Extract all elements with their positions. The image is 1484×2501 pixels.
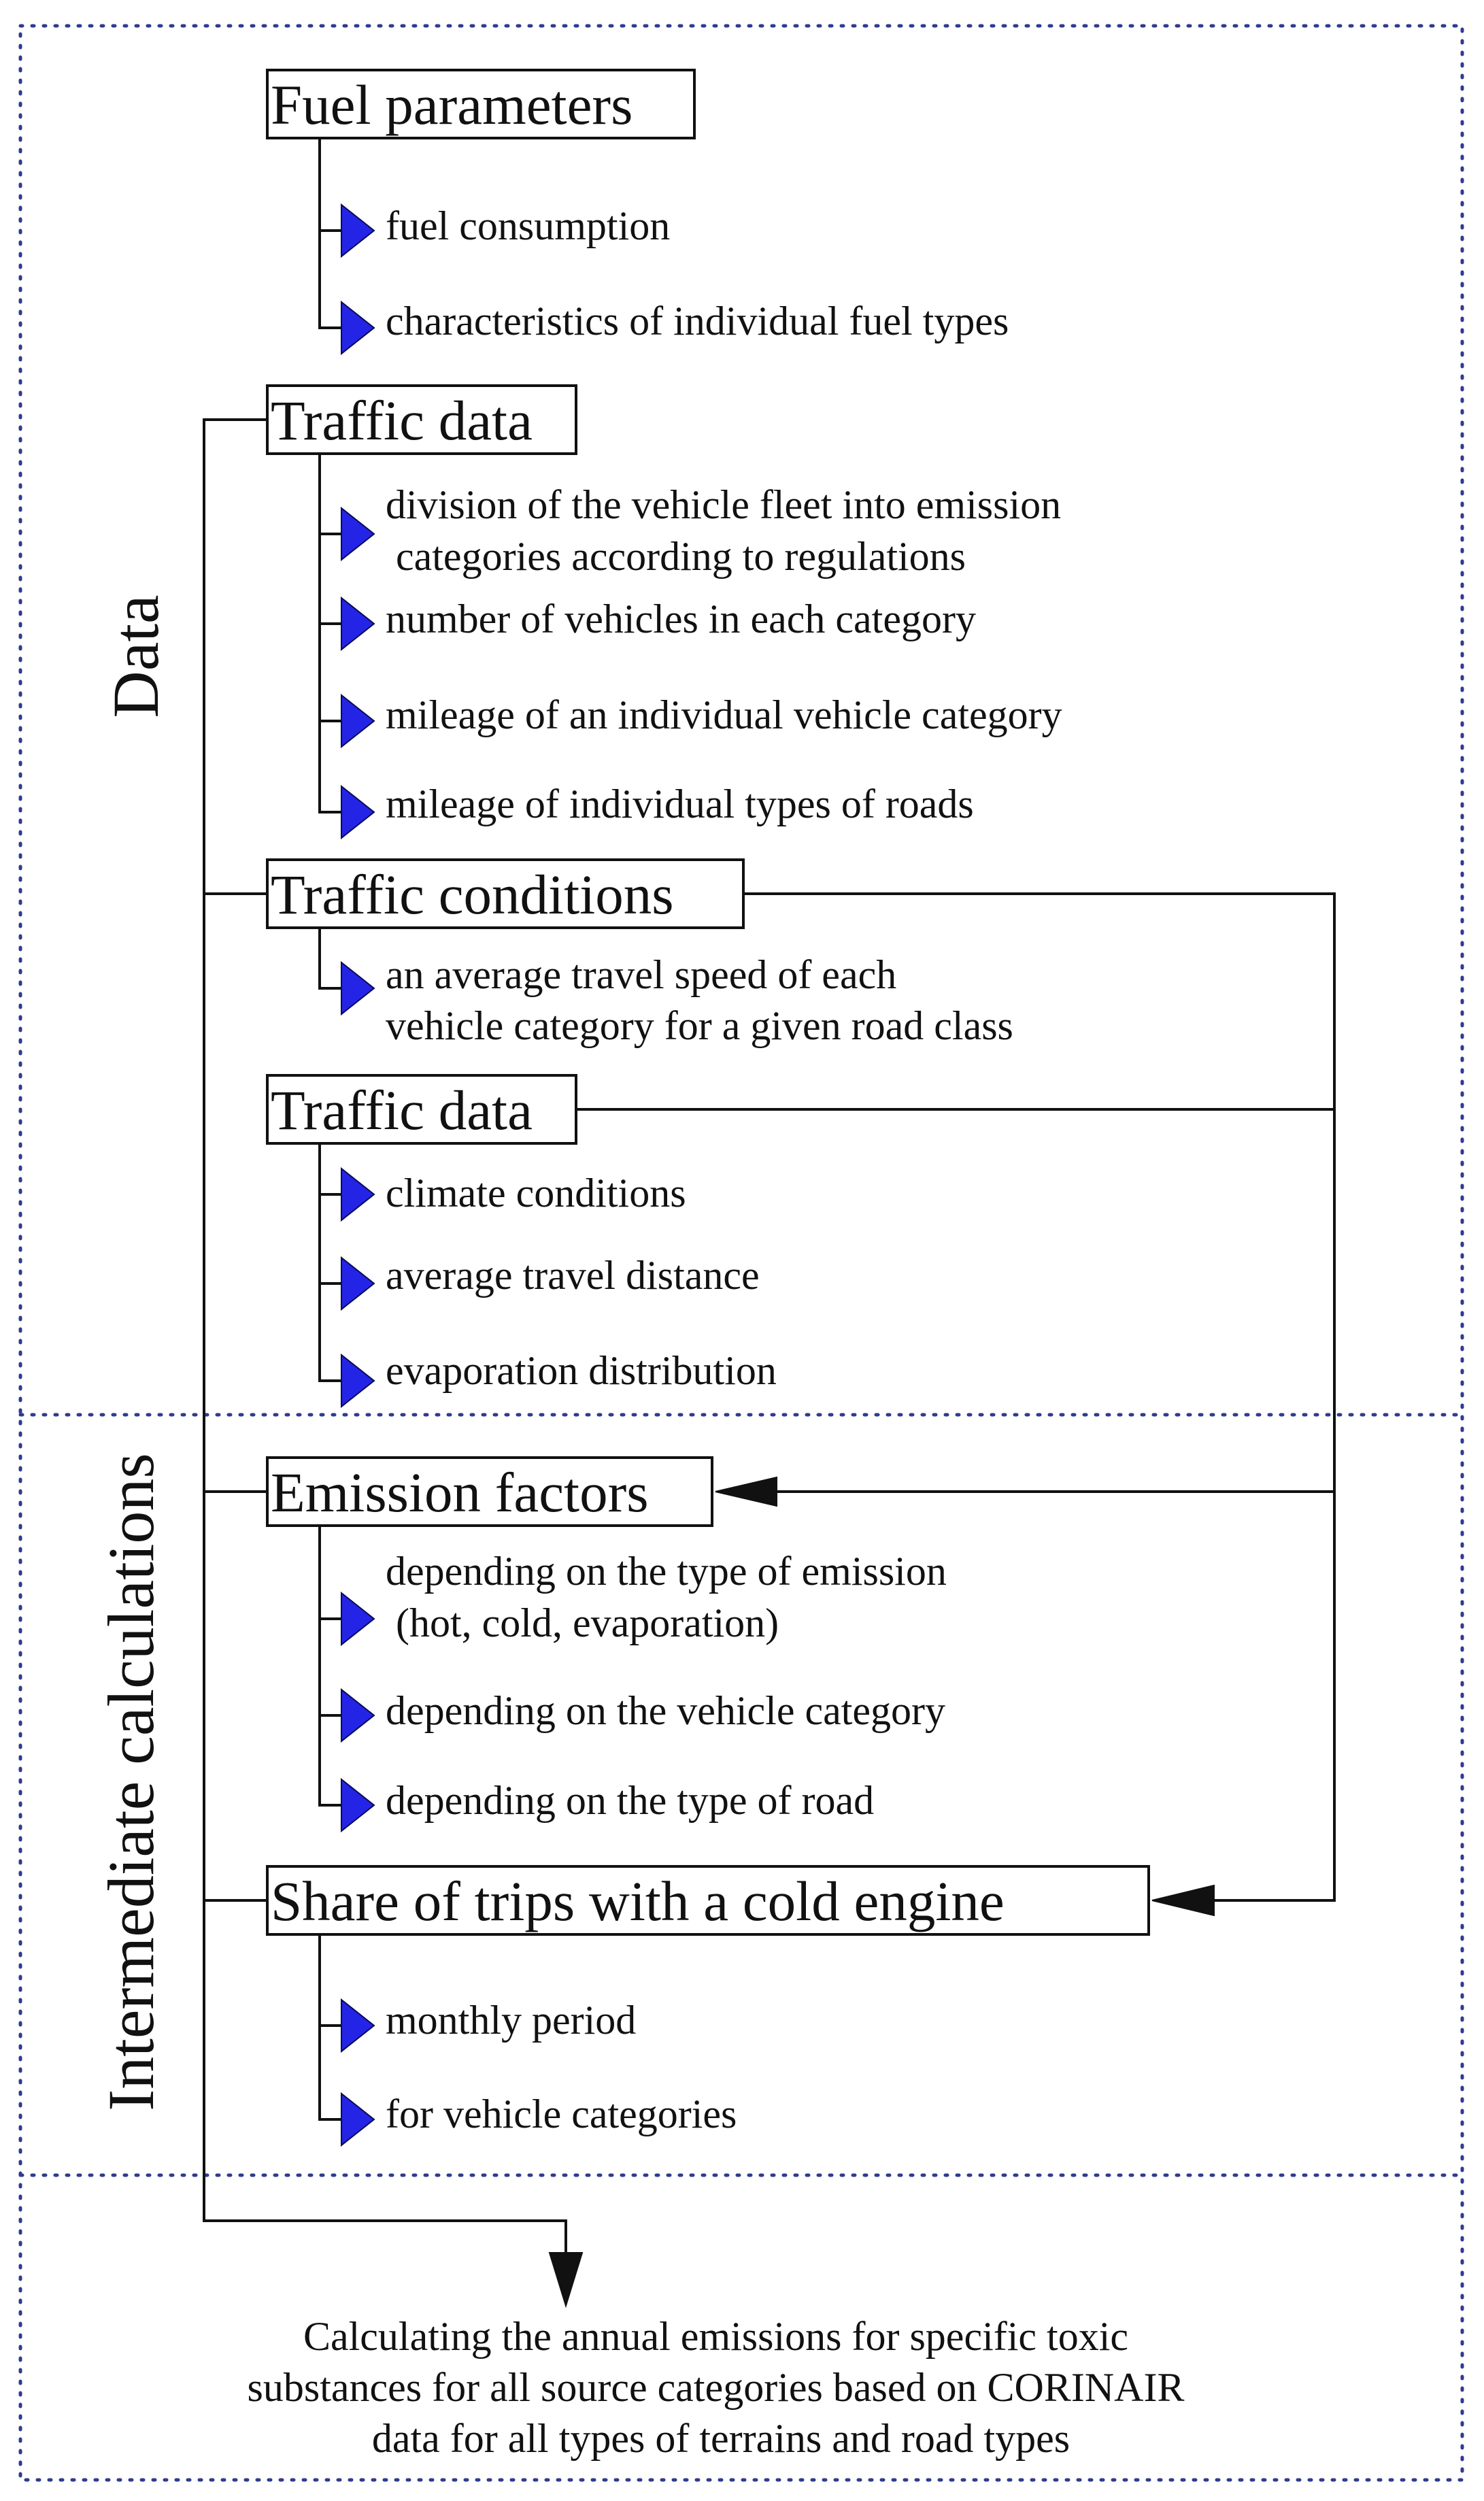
list-item: mileage of an individual vehicle categor… bbox=[386, 692, 1062, 737]
emission-factors-title: Emission factors bbox=[271, 1461, 649, 1524]
result-text: Calculating the annual emissions for spe… bbox=[248, 2314, 1195, 2461]
arrow-into-emission-factors bbox=[715, 1476, 777, 1507]
traffic-data-2-title: Traffic data bbox=[271, 1079, 533, 1141]
bullet-arrow-icon bbox=[341, 597, 375, 650]
bullet-arrow-icon bbox=[341, 786, 375, 839]
emission-factors-box bbox=[266, 1456, 713, 1527]
list-item: evaporation distribution bbox=[386, 1348, 777, 1393]
list-item-line: categories according to regulations bbox=[386, 534, 966, 579]
arrow-into-cold-engine bbox=[1151, 1884, 1215, 1917]
bullet-arrow-icon bbox=[341, 694, 375, 748]
list-item-line: depending on the type of emission bbox=[386, 1549, 947, 1594]
list-item: depending on the type of road bbox=[386, 1778, 874, 1823]
connector-lines bbox=[203, 138, 1336, 2255]
bullet-arrow-icon bbox=[341, 2093, 375, 2146]
result-line: Calculating the annual emissions for spe… bbox=[303, 2314, 1128, 2359]
list-item: fuel consumption bbox=[386, 203, 670, 248]
bullet-arrow-icon bbox=[341, 1168, 375, 1221]
arrowheads bbox=[548, 1476, 1215, 2309]
fuel-parameters-title: Fuel parameters bbox=[271, 73, 633, 136]
fuel-parameters-box bbox=[266, 69, 696, 139]
bullet-arrow-icon bbox=[341, 1999, 375, 2052]
traffic-data-2-box bbox=[266, 1074, 577, 1145]
list-item-line: (hot, cold, evaporation) bbox=[386, 1600, 779, 1645]
bullet-markers bbox=[341, 204, 375, 2146]
list-item: number of vehicles in each category bbox=[386, 597, 976, 641]
cold-engine-box bbox=[266, 1865, 1150, 1936]
list-item: average travel distance bbox=[386, 1253, 760, 1298]
list-item: depending on the type of emission (hot, … bbox=[386, 1549, 957, 1645]
result-line: data for all types of terrains and road … bbox=[372, 2416, 1070, 2461]
list-item-line: vehicle category for a given road class bbox=[386, 1003, 1013, 1048]
section-label-data: Data bbox=[99, 594, 172, 718]
bullet-arrow-icon bbox=[341, 1779, 375, 1832]
cold-engine-title: Share of trips with a cold engine bbox=[271, 1870, 1005, 1932]
list-item: mileage of individual types of roads bbox=[386, 782, 974, 826]
section-frame bbox=[18, 24, 1464, 2482]
traffic-conditions-box bbox=[266, 858, 745, 929]
bullet-arrow-icon bbox=[341, 962, 375, 1015]
list-item: for vehicle categories bbox=[386, 2092, 737, 2136]
list-item-line: division of the vehicle fleet into emiss… bbox=[386, 482, 1061, 527]
bullet-arrow-icon bbox=[341, 1257, 375, 1310]
section-label-intermediate: Intermediate calculations bbox=[95, 1453, 167, 2111]
list-item-line: an average travel speed of each bbox=[386, 952, 896, 997]
traffic-data-title: Traffic data bbox=[271, 389, 533, 452]
title-boxes bbox=[266, 69, 1150, 1936]
list-item: climate conditions bbox=[386, 1171, 686, 1215]
arrow-into-result bbox=[548, 2252, 584, 2309]
bullet-arrow-icon bbox=[341, 301, 375, 354]
bullet-arrow-icon bbox=[341, 1592, 375, 1645]
traffic-data-box bbox=[266, 384, 577, 455]
list-item: an average travel speed of each vehicle … bbox=[386, 952, 1013, 1048]
bullet-arrow-icon bbox=[341, 1689, 375, 1742]
bullet-arrow-icon bbox=[341, 204, 375, 257]
traffic-conditions-title: Traffic conditions bbox=[271, 863, 674, 926]
list-item: monthly period bbox=[386, 1998, 636, 2043]
bullet-arrow-icon bbox=[341, 507, 375, 560]
list-item: characteristics of individual fuel types bbox=[386, 299, 1009, 343]
list-item: division of the vehicle fleet into emiss… bbox=[386, 482, 1071, 579]
bullet-arrow-icon bbox=[341, 1354, 375, 1407]
result-line: substances for all source categories bas… bbox=[248, 2365, 1185, 2410]
list-item: depending on the vehicle category bbox=[386, 1688, 945, 1733]
